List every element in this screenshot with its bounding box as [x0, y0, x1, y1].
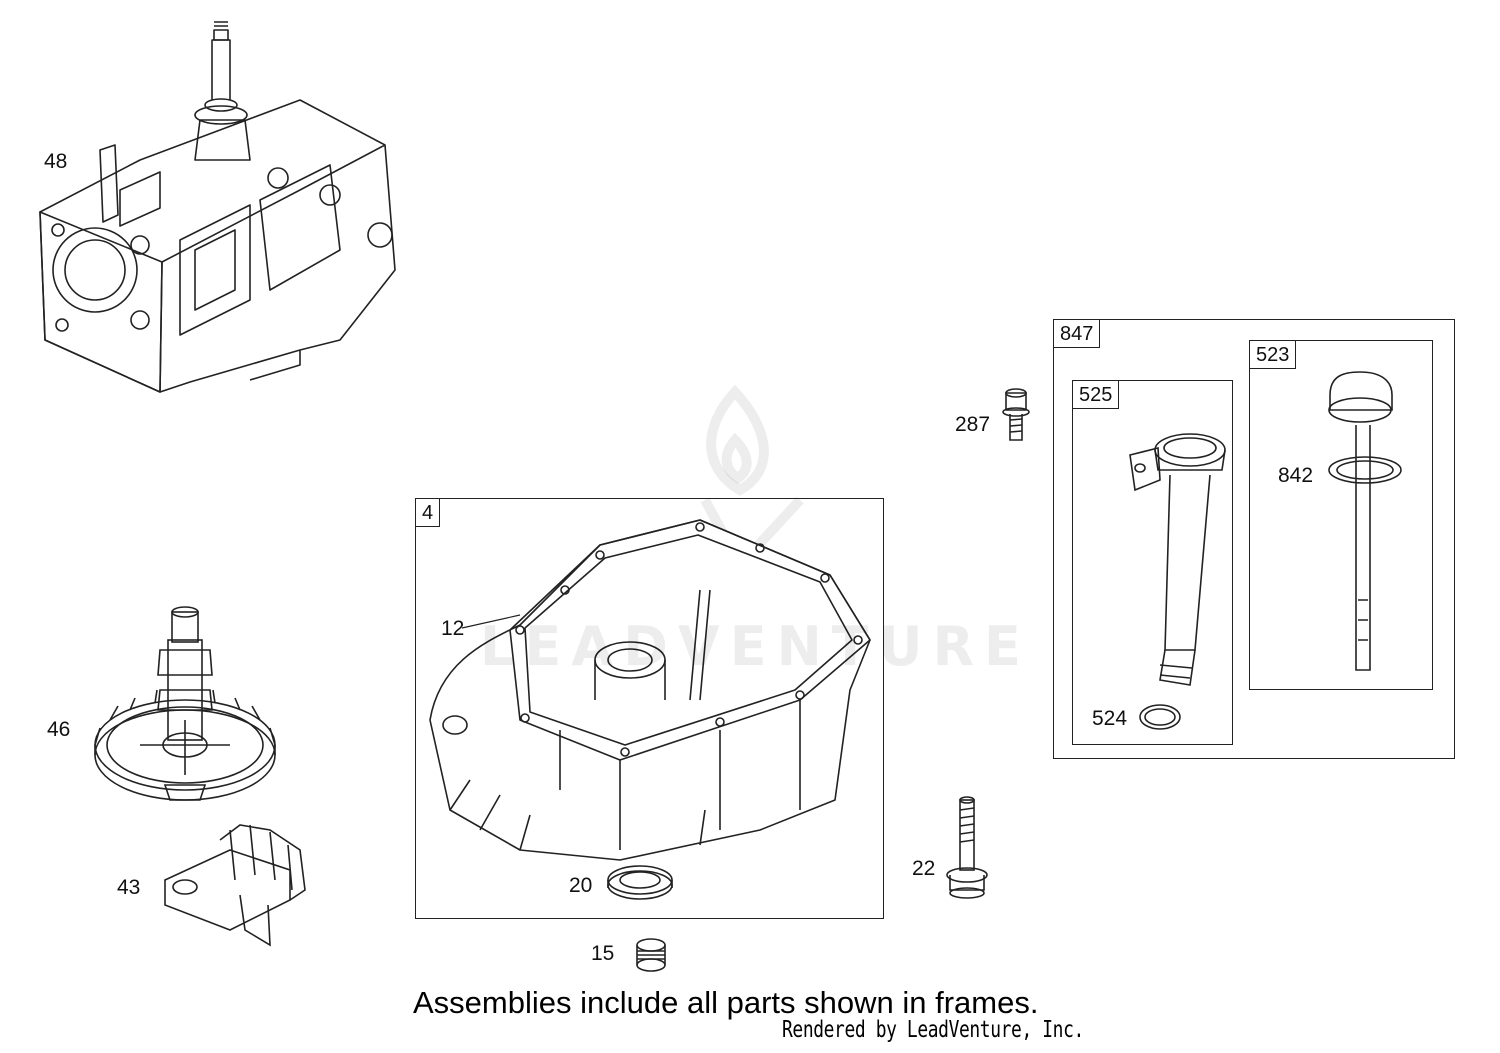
oil-seal-drawing — [607, 865, 673, 900]
watermark-text: LEADVENTURE — [480, 615, 1031, 678]
callout-842[interactable]: 842 — [1278, 464, 1314, 487]
o-ring-drawing — [1139, 704, 1181, 730]
render-credit: Rendered by LeadVenture, Inc. — [782, 1017, 1084, 1043]
frame-label-525[interactable]: 525 — [1072, 380, 1120, 409]
camshaft-gear-drawing — [94, 606, 276, 801]
callout-15[interactable]: 15 — [591, 942, 615, 965]
drain-plug-drawing — [636, 938, 666, 972]
callout-22[interactable]: 22 — [912, 857, 936, 880]
callout-48[interactable]: 48 — [44, 150, 68, 173]
assembly-frame-525: 525 — [1072, 380, 1233, 745]
callout-43[interactable]: 43 — [117, 876, 141, 899]
callout-46[interactable]: 46 — [47, 718, 71, 741]
assemblies-note: Assemblies include all parts shown in fr… — [413, 985, 1039, 1020]
assembly-frame-523: 523 — [1249, 340, 1433, 690]
frame-label-847[interactable]: 847 — [1053, 319, 1101, 348]
cylinder-block-drawing — [39, 21, 396, 393]
callout-287[interactable]: 287 — [955, 413, 991, 436]
callout-524[interactable]: 524 — [1092, 707, 1128, 730]
dipstick-drawing — [1328, 371, 1402, 671]
frame-label-523[interactable]: 523 — [1249, 340, 1297, 369]
governor-drawing — [164, 824, 306, 947]
assembly-frame-847: 847 — [1053, 319, 1455, 759]
bolt-drawing — [946, 796, 988, 899]
callout-20[interactable]: 20 — [569, 874, 593, 897]
sump-cover-drawing — [429, 519, 871, 861]
small-bolt-drawing — [1002, 388, 1030, 441]
assembly-frame-4: 4 — [415, 498, 884, 919]
frame-label-4[interactable]: 4 — [415, 498, 441, 527]
dipstick-tube-drawing — [1129, 433, 1226, 686]
callout-12[interactable]: 12 — [441, 617, 465, 640]
